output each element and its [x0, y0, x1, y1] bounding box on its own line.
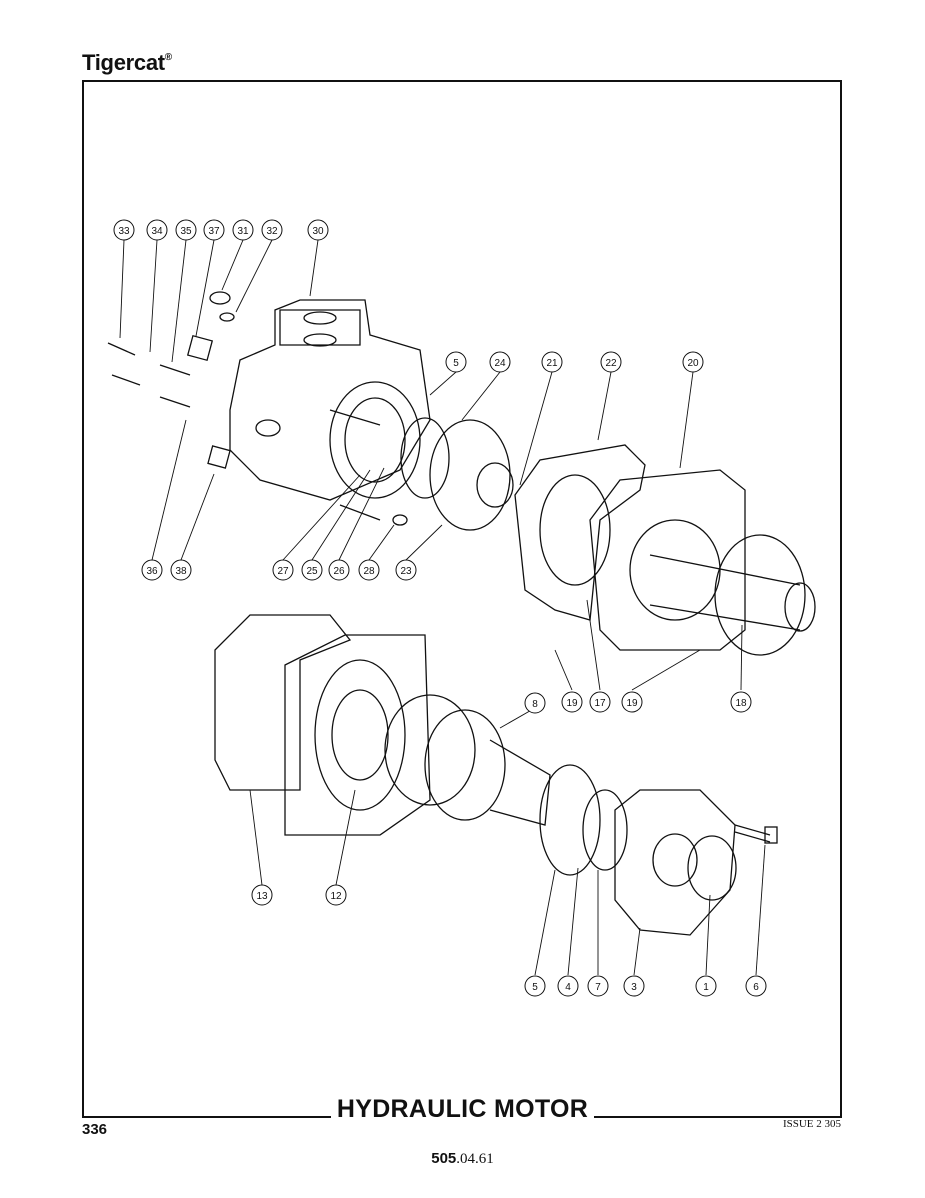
callout-24: 24: [489, 351, 511, 373]
svg-text:31: 31: [237, 226, 249, 237]
svg-text:8: 8: [532, 699, 538, 710]
svg-text:17: 17: [594, 698, 606, 709]
brand-logo: Tigercat®: [82, 50, 172, 76]
motor-parts-drawing: [107, 291, 816, 936]
svg-text:36: 36: [146, 566, 158, 577]
callout-36: 36: [141, 559, 163, 581]
svg-text:25: 25: [306, 566, 318, 577]
svg-text:38: 38: [175, 566, 187, 577]
callout-19-left: 19: [561, 691, 583, 713]
svg-text:18: 18: [735, 698, 747, 709]
callout-6: 6: [745, 975, 767, 997]
svg-text:35: 35: [180, 226, 192, 237]
page-title-wrapper: HYDRAULIC MOTOR: [0, 1095, 925, 1124]
callout-13: 13: [251, 884, 273, 906]
svg-text:30: 30: [312, 226, 324, 237]
svg-text:22: 22: [605, 358, 617, 369]
svg-text:24: 24: [494, 358, 506, 369]
callout-26: 26: [328, 559, 350, 581]
svg-text:4: 4: [565, 982, 571, 993]
callout-37: 37: [203, 219, 225, 241]
callout-8: 8: [524, 692, 546, 714]
exploded-view-diagram: 33 34 35 37 31 32 30 5 24 21 22 20 36 38…: [107, 219, 816, 997]
svg-text:20: 20: [687, 358, 699, 369]
svg-text:26: 26: [333, 566, 345, 577]
callout-25: 25: [301, 559, 323, 581]
callout-19-right: 19: [621, 691, 643, 713]
svg-text:6: 6: [753, 982, 759, 993]
callout-17: 17: [589, 691, 611, 713]
callout-38: 38: [170, 559, 192, 581]
svg-text:21: 21: [546, 358, 558, 369]
callout-18: 18: [730, 691, 752, 713]
callout-20: 20: [682, 351, 704, 373]
svg-text:32: 32: [266, 226, 278, 237]
svg-text:13: 13: [256, 891, 268, 902]
callout-30: 30: [307, 219, 329, 241]
callout-34: 34: [146, 219, 168, 241]
svg-text:1: 1: [703, 982, 709, 993]
svg-text:12: 12: [330, 891, 342, 902]
issue-label: ISSUE 2 305: [782, 1118, 841, 1130]
callout-23: 23: [395, 559, 417, 581]
callout-35: 35: [175, 219, 197, 241]
callout-21: 21: [541, 351, 563, 373]
callout-28: 28: [358, 559, 380, 581]
callout-33: 33: [113, 219, 135, 241]
svg-text:28: 28: [363, 566, 375, 577]
doc-ref-bold: 505: [431, 1150, 457, 1167]
document-reference: 505.04.61: [0, 1150, 925, 1168]
svg-text:27: 27: [277, 566, 289, 577]
svg-text:34: 34: [151, 226, 163, 237]
callout-4: 4: [557, 975, 579, 997]
brand-name: Tigercat: [82, 50, 165, 75]
svg-text:3: 3: [631, 982, 637, 993]
page-number: 336: [82, 1121, 108, 1138]
leader-lines: [119, 239, 766, 976]
svg-text:5: 5: [532, 982, 538, 993]
svg-text:19: 19: [626, 698, 638, 709]
svg-text:19: 19: [566, 698, 578, 709]
svg-text:33: 33: [118, 226, 130, 237]
svg-text:23: 23: [400, 566, 412, 577]
doc-ref-rest: .04.61: [456, 1151, 494, 1167]
callout-12: 12: [325, 884, 347, 906]
callout-5-lower: 5: [524, 975, 546, 997]
svg-text:5: 5: [453, 358, 459, 369]
callout-group: 33 34 35 37 31 32 30 5 24 21 22 20 36 38…: [113, 219, 767, 997]
callout-32: 32: [261, 219, 283, 241]
callout-7: 7: [587, 975, 609, 997]
callout-5-upper: 5: [445, 351, 467, 373]
callout-1: 1: [695, 975, 717, 997]
callout-31: 31: [232, 219, 254, 241]
callout-3: 3: [623, 975, 645, 997]
page-title: HYDRAULIC MOTOR: [330, 1095, 595, 1123]
svg-text:37: 37: [208, 226, 220, 237]
svg-text:7: 7: [595, 982, 601, 993]
registered-mark: ®: [164, 51, 172, 63]
callout-27: 27: [272, 559, 294, 581]
callout-22: 22: [600, 351, 622, 373]
